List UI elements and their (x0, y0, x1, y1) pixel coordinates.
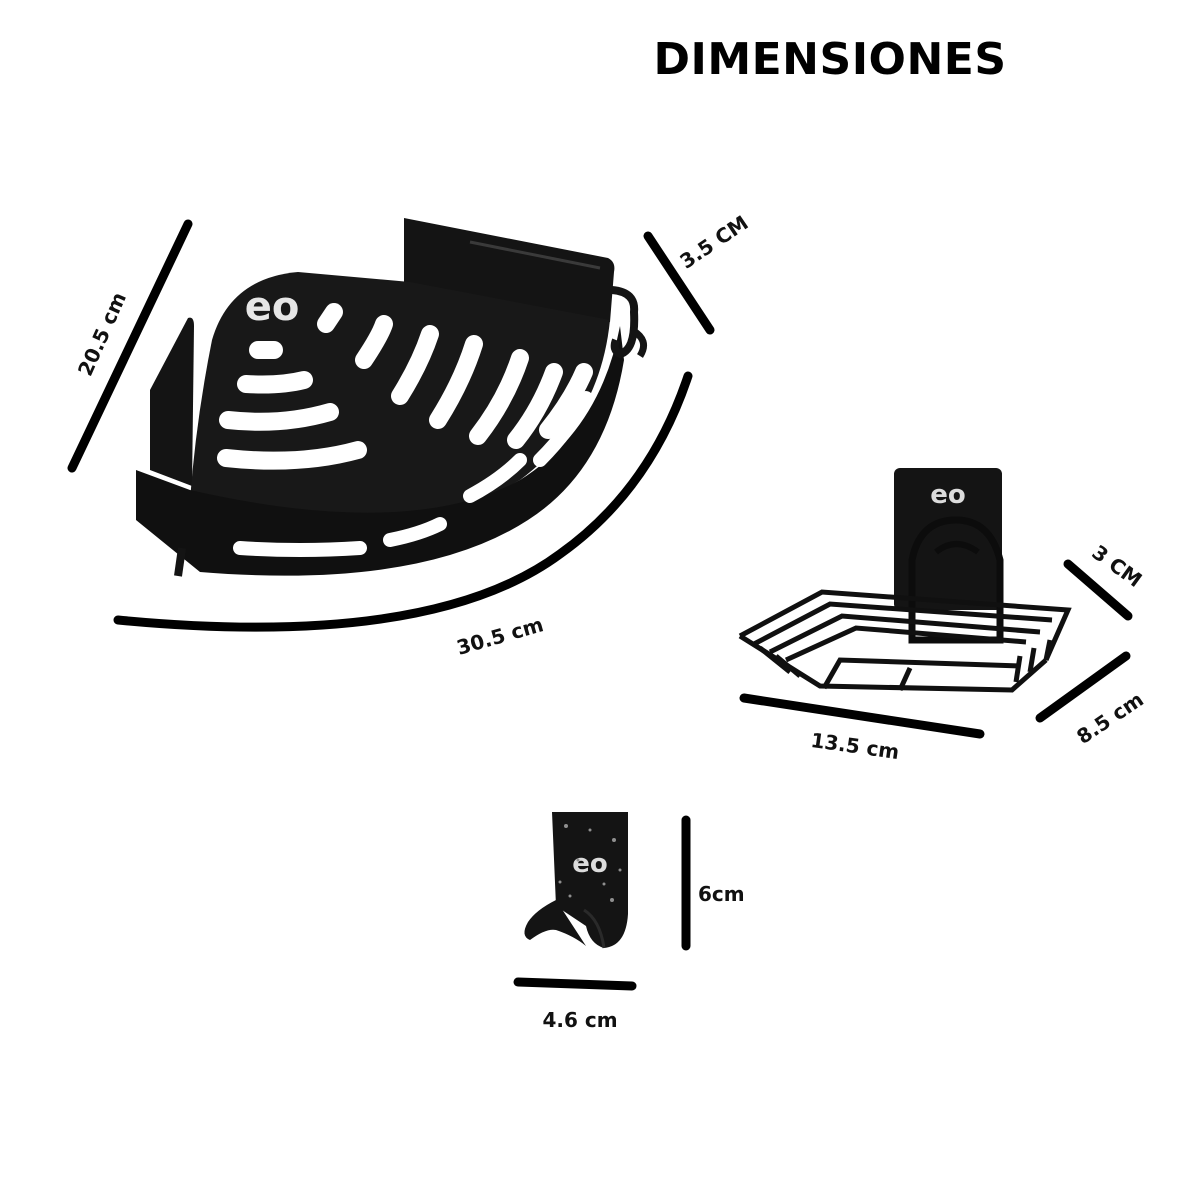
soap-dish-depth-line (1035, 651, 1131, 723)
hook-height-label: 6cm (698, 882, 745, 906)
hook-width-label: 4.6 cm (542, 1008, 618, 1032)
hook-image: eo (524, 812, 628, 949)
corner-shelf-image: eo (136, 218, 648, 577)
hook-width-line (513, 977, 637, 991)
soap-dish-height-line (1063, 559, 1133, 621)
soap-dish-image: eo (738, 468, 1072, 693)
page-title: DIMENSIONES (653, 34, 1007, 85)
shelf-width-arc (113, 371, 693, 632)
hook-logo-icon: eo (572, 849, 608, 879)
shelf-logo-icon: eo (245, 284, 300, 330)
soap-dish-logo-icon: eo (930, 480, 966, 510)
shelf-depth-line (67, 219, 193, 473)
soap-dish-width-line (739, 693, 985, 739)
shelf-height-line (643, 231, 715, 335)
